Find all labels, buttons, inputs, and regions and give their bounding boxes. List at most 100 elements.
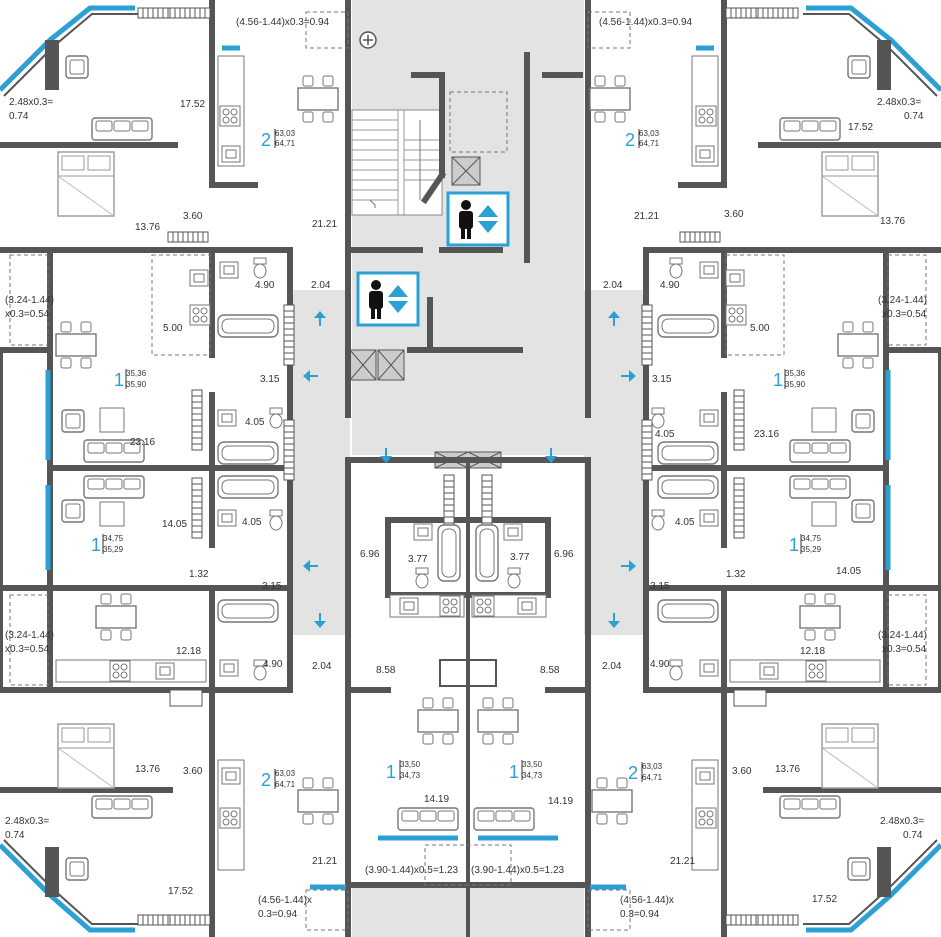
room-area-label: 4.05 [655, 429, 675, 440]
apartment-badge: 2 63,03 64,71 [261, 769, 296, 790]
elevator-shaft-outline [449, 91, 508, 153]
apartment-badge: 2 63,03 64,71 [628, 762, 663, 783]
room-area-label: 21.21 [312, 856, 337, 867]
apartment-badge: 1 33,50 34,73 [509, 760, 543, 782]
room-area-label: 13.76 [880, 216, 905, 227]
room-area-label: 12.18 [176, 646, 201, 657]
balcony-formula: 2.48x0.3= [880, 816, 924, 827]
svg-text:35,90: 35,90 [126, 380, 147, 389]
balcony-formula: (4.56-1.44)x [620, 895, 674, 906]
window-glazing-outline [3, 13, 938, 925]
svg-text:63,03: 63,03 [639, 129, 660, 138]
room-area-label: 4.90 [263, 659, 283, 670]
room-area-label: 12.18 [800, 646, 825, 657]
room-area-label: 8.58 [540, 665, 560, 676]
balcony-formula: x0.3=0.54 [882, 644, 927, 655]
balcony-formula: x0.3=0.54 [882, 309, 927, 320]
room-area-label: 3.15 [262, 581, 282, 592]
svg-text:1: 1 [114, 370, 124, 390]
svg-text:35,36: 35,36 [126, 369, 147, 378]
plus-circle-icon [359, 31, 377, 49]
balcony-formula: 0.74 [903, 830, 923, 841]
room-area-label: 1.32 [726, 569, 746, 580]
room-area-label: 17.52 [168, 886, 193, 897]
room-area-label: 23.16 [754, 429, 779, 440]
apartment-badge: 2 63,03 64,71 [261, 129, 296, 150]
balcony-formula: 2.48x0.3= [5, 816, 49, 827]
svg-text:64,71: 64,71 [275, 780, 296, 789]
apartment-badge: 1 35,36 35,90 [773, 369, 806, 390]
svg-text:34,73: 34,73 [522, 771, 543, 780]
room-area-label: 2.04 [312, 661, 332, 672]
svg-text:34,75: 34,75 [103, 534, 124, 543]
balcony-formula: 0.74 [5, 830, 25, 841]
room-area-label: 1.32 [189, 569, 209, 580]
room-area-label: 3.77 [510, 552, 530, 563]
room-area-label: 5.00 [163, 323, 183, 334]
svg-text:2: 2 [625, 130, 635, 150]
svg-text:33,50: 33,50 [522, 760, 543, 769]
room-area-label: 4.90 [650, 659, 670, 670]
room-area-label: 13.76 [135, 222, 160, 233]
room-area-label: 21.21 [670, 856, 695, 867]
room-area-label: 4.90 [255, 280, 275, 291]
room-area-label: 17.52 [848, 122, 873, 133]
elevator-icon [356, 271, 420, 327]
room-area-label: 8.58 [376, 665, 396, 676]
elevator-icon [446, 191, 510, 247]
window-glazing [0, 5, 941, 933]
room-area-label: 2.04 [602, 661, 622, 672]
room-area-label: 3.60 [183, 211, 203, 222]
svg-text:63,03: 63,03 [642, 762, 663, 771]
svg-text:63,03: 63,03 [275, 769, 296, 778]
apartment-badge: 1 34,75 35,29 [789, 534, 822, 555]
svg-text:1: 1 [773, 370, 783, 390]
apartment-badge: 2 63,03 64,71 [625, 129, 660, 150]
room-area-label: 23.16 [130, 437, 155, 448]
svg-text:35,90: 35,90 [785, 380, 806, 389]
room-area-label: 3.77 [408, 554, 428, 565]
svg-text:34,73: 34,73 [400, 771, 421, 780]
balcony-formula: (3.90-1.44)x0.5=1.23 [365, 865, 459, 876]
svg-text:64,71: 64,71 [275, 139, 296, 148]
service-shaft [349, 156, 502, 469]
balcony-formula: 0.74 [904, 111, 924, 122]
room-area-label: 2.04 [603, 280, 623, 291]
room-area-label: 3.15 [650, 581, 670, 592]
svg-text:1: 1 [386, 762, 396, 782]
balcony-formula: (3.24-1.44) [5, 295, 54, 306]
svg-text:1: 1 [509, 762, 519, 782]
apartment-badges: 2 63,03 64,71 2 63,03 64,71 1 35,36 35,9… [91, 129, 822, 790]
room-area-label: 17.52 [180, 99, 205, 110]
svg-text:64,71: 64,71 [642, 773, 663, 782]
room-area-label: 5.00 [750, 323, 770, 334]
svg-text:1: 1 [789, 535, 799, 555]
balcony-formula: 2.48x0.3= [877, 97, 921, 108]
balcony-formula: (4.56-1.44)x [258, 895, 312, 906]
badge-brackets [102, 129, 802, 789]
balcony-formula: 0.74 [9, 111, 29, 122]
room-area-label: 3.60 [724, 209, 744, 220]
room-area-label: 21.21 [312, 219, 337, 230]
apartment-badge: 1 34,75 35,29 [91, 534, 124, 555]
balcony-formula-labels: (4.56-1.44)x0.3=0.94 (4.56-1.44)x0.3=0.9… [5, 17, 927, 920]
balcony-formula: 0.3=0.94 [620, 909, 660, 920]
svg-text:35,36: 35,36 [785, 369, 806, 378]
room-area-label: 14.19 [548, 796, 573, 807]
balcony-formula: (4.56-1.44)x0.3=0.94 [236, 17, 330, 28]
balcony-formula: (3.24-1.44) [5, 630, 54, 641]
svg-text:2: 2 [628, 763, 638, 783]
room-area-label: 14.05 [162, 519, 187, 530]
svg-text:34,75: 34,75 [801, 534, 822, 543]
room-area-labels: 17.52 13.76 3.60 21.21 4.90 2.04 5.00 17… [130, 99, 905, 905]
balcony-formula: x0.3=0.54 [5, 309, 50, 320]
balcony-formula: 2.48x0.3= [9, 97, 53, 108]
room-area-label: 21.21 [634, 211, 659, 222]
room-area-label: 3.60 [183, 766, 203, 777]
svg-text:2: 2 [261, 130, 271, 150]
svg-text:35,29: 35,29 [801, 545, 822, 554]
apartment-badge: 1 35,36 35,90 [114, 369, 147, 390]
room-area-label: 3.60 [732, 766, 752, 777]
svg-text:64,71: 64,71 [639, 139, 660, 148]
apartment-badge: 1 33,50 34,73 [386, 760, 421, 782]
